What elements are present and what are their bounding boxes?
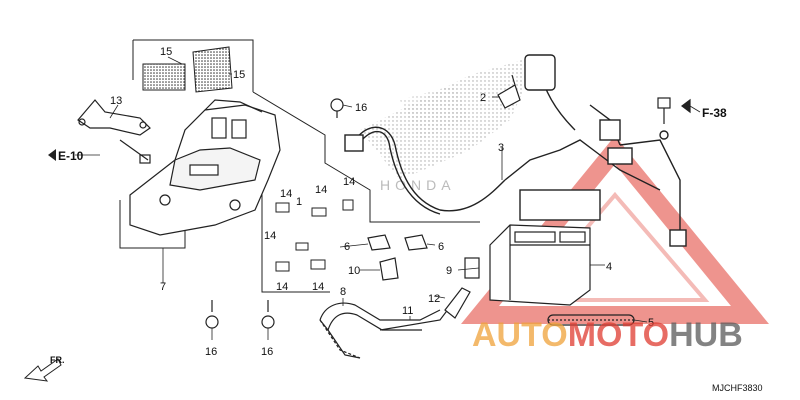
f38-bolt	[657, 97, 691, 124]
ref-e10: E-10	[58, 149, 84, 163]
callout-13: 13	[110, 95, 122, 107]
part-10-clip	[379, 257, 399, 281]
callout-14b: 14	[315, 184, 327, 196]
callout-12: 12	[428, 293, 440, 305]
callout-16b: 16	[205, 346, 217, 358]
callout-14e: 14	[276, 281, 288, 293]
callout-15b: 15	[233, 69, 245, 81]
part-6-clips	[367, 234, 428, 251]
bolt-top	[330, 98, 344, 118]
drawing-code: MJCHF3830	[712, 383, 763, 393]
leader-lines	[75, 56, 701, 340]
callout-5: 5	[648, 317, 654, 329]
watermark-auto: AUTOMOTOHUB	[472, 316, 743, 354]
part-16-bolts	[205, 98, 344, 329]
callout-16c: 16	[261, 346, 273, 358]
part-2-clip	[497, 74, 521, 109]
part-8-duct	[319, 302, 441, 359]
callout-15a: 15	[160, 46, 172, 58]
callout-14c: 14	[343, 176, 355, 188]
part-4-ecu	[489, 224, 591, 306]
callout-10: 10	[348, 265, 360, 277]
part-11-guide	[379, 299, 456, 331]
part-3-wire-harness	[344, 54, 687, 247]
callout-9: 9	[446, 265, 452, 277]
callout-8: 8	[340, 286, 346, 298]
watermark-text: AUTOMOTOHUB	[472, 316, 743, 354]
callout-16a: 16	[355, 102, 367, 114]
part-15-foam-pads	[142, 46, 233, 93]
front-arrow-icon	[23, 358, 62, 382]
ref-f38: F-38	[702, 106, 727, 120]
callout-14a: 14	[280, 188, 292, 200]
callout-6b: 6	[438, 241, 444, 253]
reference-labels: E-10 F-38 FR.	[23, 106, 727, 382]
callout-3: 3	[498, 142, 504, 154]
callout-14d: 14	[264, 230, 276, 242]
honda-wing-logo: HONDA	[360, 55, 540, 193]
callout-7: 7	[160, 281, 166, 293]
part-12-guide	[444, 287, 471, 319]
callout-11: 11	[402, 305, 413, 317]
callout-4: 4	[606, 261, 612, 273]
honda-text: HONDA	[380, 177, 456, 193]
callout-14f: 14	[312, 281, 324, 293]
bolt-left	[205, 300, 219, 329]
part-7-housing	[129, 99, 281, 236]
callout-labels: 15 15 13 16 2 3 4 5 6 6 7 8 9 10 11 12 1…	[110, 46, 654, 358]
part-14-clips	[275, 199, 354, 272]
group-frames	[119, 39, 480, 293]
callout-2: 2	[480, 92, 486, 104]
callout-6a: 6	[344, 241, 350, 253]
e10-arrow-icon	[48, 149, 56, 161]
bolt-right	[261, 300, 275, 329]
part-13-bracket	[77, 99, 151, 164]
ref-fr: FR.	[50, 355, 65, 365]
callout-1: 1	[296, 196, 302, 208]
